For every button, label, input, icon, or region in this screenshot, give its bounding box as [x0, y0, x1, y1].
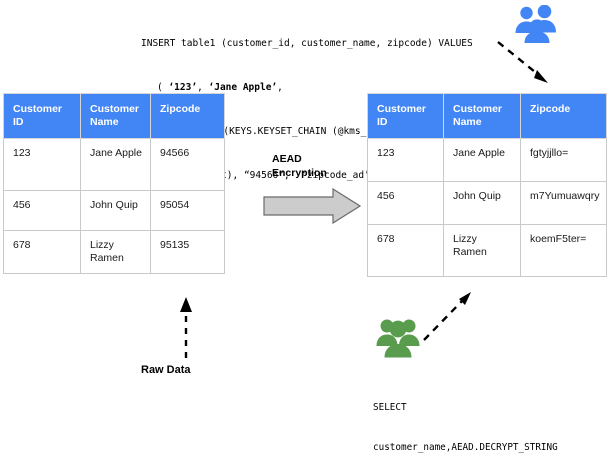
column-header-customer-id: Customer ID — [367, 93, 444, 139]
cell-customer-id: 123 — [3, 138, 81, 191]
table-row: 456 John Quip m7Yumuawqry — [367, 181, 607, 225]
cell-zipcode-ciphertext: m7Yumuawqry — [520, 181, 607, 225]
cell-zipcode-ciphertext: fgtyjjllo= — [520, 138, 607, 182]
column-header-customer-id: Customer ID — [3, 93, 81, 139]
dashed-arrow-up-icon — [180, 297, 192, 358]
cell-zipcode-ciphertext: koemF5ter= — [520, 224, 607, 277]
raw-data-label: Raw Data — [141, 364, 191, 376]
column-header-customer-name: Customer Name — [80, 93, 151, 139]
cell-customer-name: John Quip — [443, 181, 521, 225]
cell-customer-id: 456 — [3, 190, 81, 231]
table-row: 123 Jane Apple fgtyjjllo= — [367, 138, 607, 182]
cell-customer-id: 678 — [367, 224, 444, 277]
table-header-row: Customer ID Customer Name Zipcode — [367, 93, 607, 139]
cell-customer-id: 678 — [3, 230, 81, 274]
table-row: 678 Lizzy Ramen 95135 — [3, 230, 225, 274]
right-block-arrow-icon — [263, 188, 361, 224]
aead-encryption-label: AEAD Encryption — [272, 153, 327, 179]
cell-zipcode: 94566 — [150, 138, 225, 191]
insert-line-2-prefix: ( — [157, 81, 169, 93]
select-line-2: customer_name,AEAD.DECRYPT_STRING — [373, 442, 558, 454]
column-header-zipcode: Zipcode — [150, 93, 225, 139]
cell-zipcode: 95135 — [150, 230, 225, 274]
insert-line-1: INSERT table1 (customer_id, customer_nam… — [141, 38, 473, 50]
table-header-row: Customer ID Customer Name Zipcode — [3, 93, 225, 139]
raw-data-table: Customer ID Customer Name Zipcode 123 Ja… — [3, 93, 225, 274]
table-row: 678 Lizzy Ramen koemF5ter= — [367, 224, 607, 277]
people-group-icon-reader — [376, 319, 420, 358]
cell-customer-name: Jane Apple — [443, 138, 521, 182]
insert-line-2: ( ‘123’, ‘Jane Apple’, — [141, 81, 473, 96]
column-header-customer-name: Customer Name — [443, 93, 521, 139]
cell-customer-name: Lizzy Ramen — [80, 230, 151, 274]
table-row: 123 Jane Apple 94566 — [3, 138, 225, 191]
people-group-icon-writer — [515, 5, 556, 43]
insert-line-2-mid: , — [197, 81, 209, 93]
select-statement-code: SELECT customer_name,AEAD.DECRYPT_STRING… — [373, 374, 558, 469]
table-row: 456 John Quip 95054 — [3, 190, 225, 231]
column-header-zipcode: Zipcode — [520, 93, 607, 139]
encrypted-data-table: Customer ID Customer Name Zipcode 123 Ja… — [367, 93, 607, 277]
cell-customer-id: 456 — [367, 181, 444, 225]
dashed-arrow-down-right-icon — [497, 41, 548, 83]
cell-customer-id: 123 — [367, 138, 444, 182]
insert-literal-customer-name: ‘Jane Apple’ — [208, 81, 278, 93]
cell-customer-name: Jane Apple — [80, 138, 151, 191]
dashed-arrow-up-right-icon — [423, 292, 471, 341]
insert-line-2-suffix: , — [277, 81, 283, 93]
cell-customer-name: Lizzy Ramen — [443, 224, 521, 277]
cell-zipcode: 95054 — [150, 190, 225, 231]
insert-literal-customer-id: ‘123’ — [168, 81, 198, 93]
cell-customer-name: John Quip — [80, 190, 151, 231]
select-line-1: SELECT — [373, 401, 407, 413]
